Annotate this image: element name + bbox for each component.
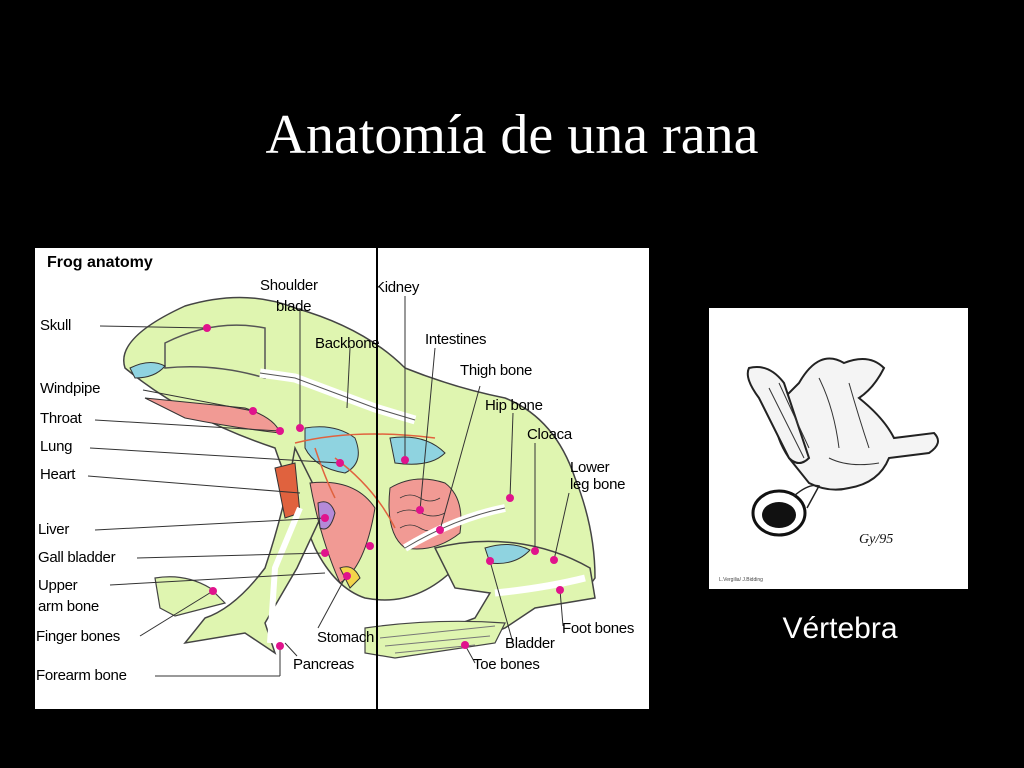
- label-thigh-bone: Thigh bone: [460, 362, 533, 379]
- lower-leg-bone: [494, 574, 586, 597]
- label-windpipe: Windpipe: [40, 380, 101, 397]
- front-hand: [154, 576, 227, 617]
- label-intestines: Intestines: [425, 331, 487, 348]
- label-hip-bone: Hip bone: [485, 397, 543, 414]
- label-lung: Lung: [40, 438, 73, 455]
- label-markers: [203, 324, 564, 650]
- vertebra-drawing: Gy/95: [746, 357, 939, 547]
- vertebra-arm: [746, 366, 811, 464]
- label-backbone: Backbone: [315, 335, 380, 352]
- label-forearm-bone: Forearm bone: [36, 667, 127, 684]
- hind-foot: [364, 620, 506, 659]
- frog-illustration: [87, 296, 596, 677]
- forearm-bones: [267, 506, 303, 644]
- label-gall-bladder: Gall bladder: [38, 549, 116, 566]
- throat-area: [144, 397, 281, 434]
- vertebra-shading: [768, 377, 880, 466]
- label-bladder: Bladder: [505, 635, 555, 652]
- label-kidney: Kidney: [375, 279, 420, 296]
- vertebra-image: Gy/95 L.Vergilia/ J.Bidding: [709, 308, 968, 589]
- label-liver: Liver: [38, 521, 70, 538]
- eye-area: [129, 362, 166, 379]
- front-leg: [183, 445, 326, 655]
- vertebra-neck: [793, 484, 821, 509]
- artist-signature: Gy/95: [859, 532, 893, 547]
- vertebra-canal: [762, 502, 796, 528]
- vertebra-caption: Vértebra: [782, 612, 898, 645]
- label-shoulder-line1: Shoulder: [260, 277, 318, 294]
- diagram-heading: Frog anatomy: [47, 254, 153, 271]
- label-upper-arm-line1: Upper: [38, 577, 78, 594]
- slide-title: Anatomía de una rana: [265, 104, 759, 166]
- label-upper-arm-line2: arm bone: [38, 598, 99, 615]
- label-toe-bones: Toe bones: [473, 656, 540, 673]
- label-shoulder-line2: blade: [276, 298, 312, 315]
- thigh-bone-outline: [404, 507, 506, 549]
- label-skull: Skull: [40, 317, 72, 334]
- label-foot-bones: Foot bones: [562, 620, 635, 637]
- label-lower-leg-line1: Lower: [570, 459, 610, 476]
- label-lower-leg-line2: leg bone: [570, 476, 626, 493]
- frog-anatomy-diagram: Frog anatomy Skull Windpipe Throat Lung …: [35, 248, 649, 709]
- image-credit: L.Vergilia/ J.Bidding: [719, 577, 763, 583]
- label-cloaca: Cloaca: [527, 426, 572, 443]
- label-stomach: Stomach: [317, 629, 375, 646]
- vertebra-body: [774, 357, 939, 491]
- label-heart: Heart: [40, 466, 76, 483]
- backbone-outline: [259, 372, 416, 421]
- bladder-shape: [484, 544, 531, 564]
- label-throat: Throat: [40, 410, 82, 427]
- diagram-divider-line: [376, 248, 378, 709]
- label-pancreas: Pancreas: [293, 656, 354, 673]
- label-finger-bones: Finger bones: [36, 628, 120, 645]
